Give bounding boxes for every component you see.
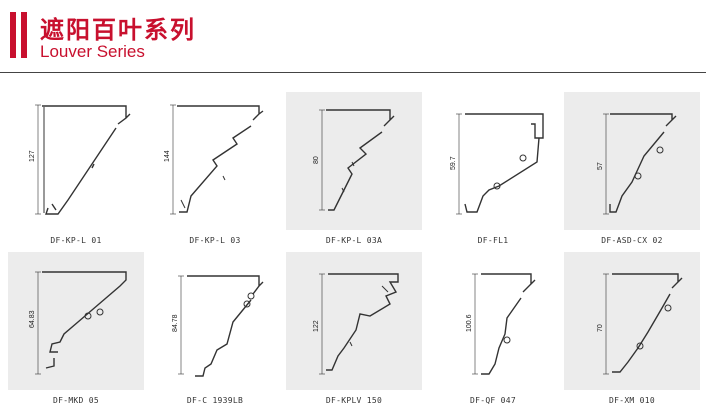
profile-drawing: 122 — [286, 252, 422, 390]
title-chinese: 遮阳百叶系列 — [40, 16, 196, 44]
height-dimension: 64.83 — [29, 310, 36, 328]
product-card-4[interactable]: 59.7 DF-FL1 — [425, 92, 561, 249]
accent-bar-left — [10, 12, 16, 58]
product-name: DF-ASD-CX 02 — [601, 236, 663, 245]
product-name: DF-C 1939LB — [186, 396, 244, 405]
product-card-3[interactable]: 80 DF-KP-L 03A — [286, 92, 422, 249]
profile-drawing: 70 — [564, 252, 700, 390]
product-name: DF-FL1 — [477, 236, 509, 245]
height-dimension: 122 — [313, 320, 320, 332]
product-card-2[interactable]: 144 DF-KP-L 03 — [147, 92, 283, 249]
profile-drawing: 80 — [286, 92, 422, 230]
profile-drawing: 100.6 — [425, 252, 561, 390]
product-name: DF-KP-L 03A — [325, 236, 383, 245]
height-dimension: 100.6 — [466, 314, 473, 332]
product-card-8[interactable]: 122 DF-KPLV 150 — [286, 252, 422, 409]
profile-drawing: 64.83 — [8, 252, 144, 390]
product-name: DF-KPLV 150 — [325, 396, 383, 405]
title-english: Louver Series — [40, 42, 145, 61]
product-card-1[interactable]: 127 DF-KP-L 01 — [8, 92, 144, 249]
profile-drawing: 144 — [147, 92, 283, 230]
height-dimension: 80 — [313, 156, 320, 164]
product-card-7[interactable]: 84.78 DF-C 1939LB — [147, 252, 283, 409]
profile-drawing: 127 — [8, 92, 144, 230]
height-dimension: 127 — [29, 150, 36, 162]
product-name: DF-QF 047 — [469, 396, 517, 405]
profile-drawing: 59.7 — [425, 92, 561, 230]
product-card-6[interactable]: 64.83 DF-MKD 05 — [8, 252, 144, 409]
height-dimension: 70 — [597, 324, 604, 332]
profile-drawing: 84.78 — [147, 252, 283, 390]
height-dimension: 84.78 — [172, 314, 179, 332]
product-name: DF-KP-L 03 — [189, 236, 241, 245]
height-dimension: 144 — [164, 150, 171, 162]
height-dimension: 57 — [597, 162, 604, 170]
page-header: 遮阳百叶系列 Louver Series — [0, 0, 710, 80]
product-card-9[interactable]: 100.6 DF-QF 047 — [425, 252, 561, 409]
product-card-10[interactable]: 70 DF-XM 010 — [564, 252, 700, 409]
product-name: DF-KP-L 01 — [50, 236, 102, 245]
product-name: DF-MKD 05 — [52, 396, 100, 405]
product-card-5[interactable]: 57 DF-ASD-CX 02 — [564, 92, 700, 249]
height-dimension: 59.7 — [450, 156, 457, 170]
product-name: DF-XM 010 — [608, 396, 656, 405]
header-divider — [0, 72, 706, 73]
profile-drawing: 57 — [564, 92, 700, 230]
accent-bar-right — [21, 12, 27, 58]
